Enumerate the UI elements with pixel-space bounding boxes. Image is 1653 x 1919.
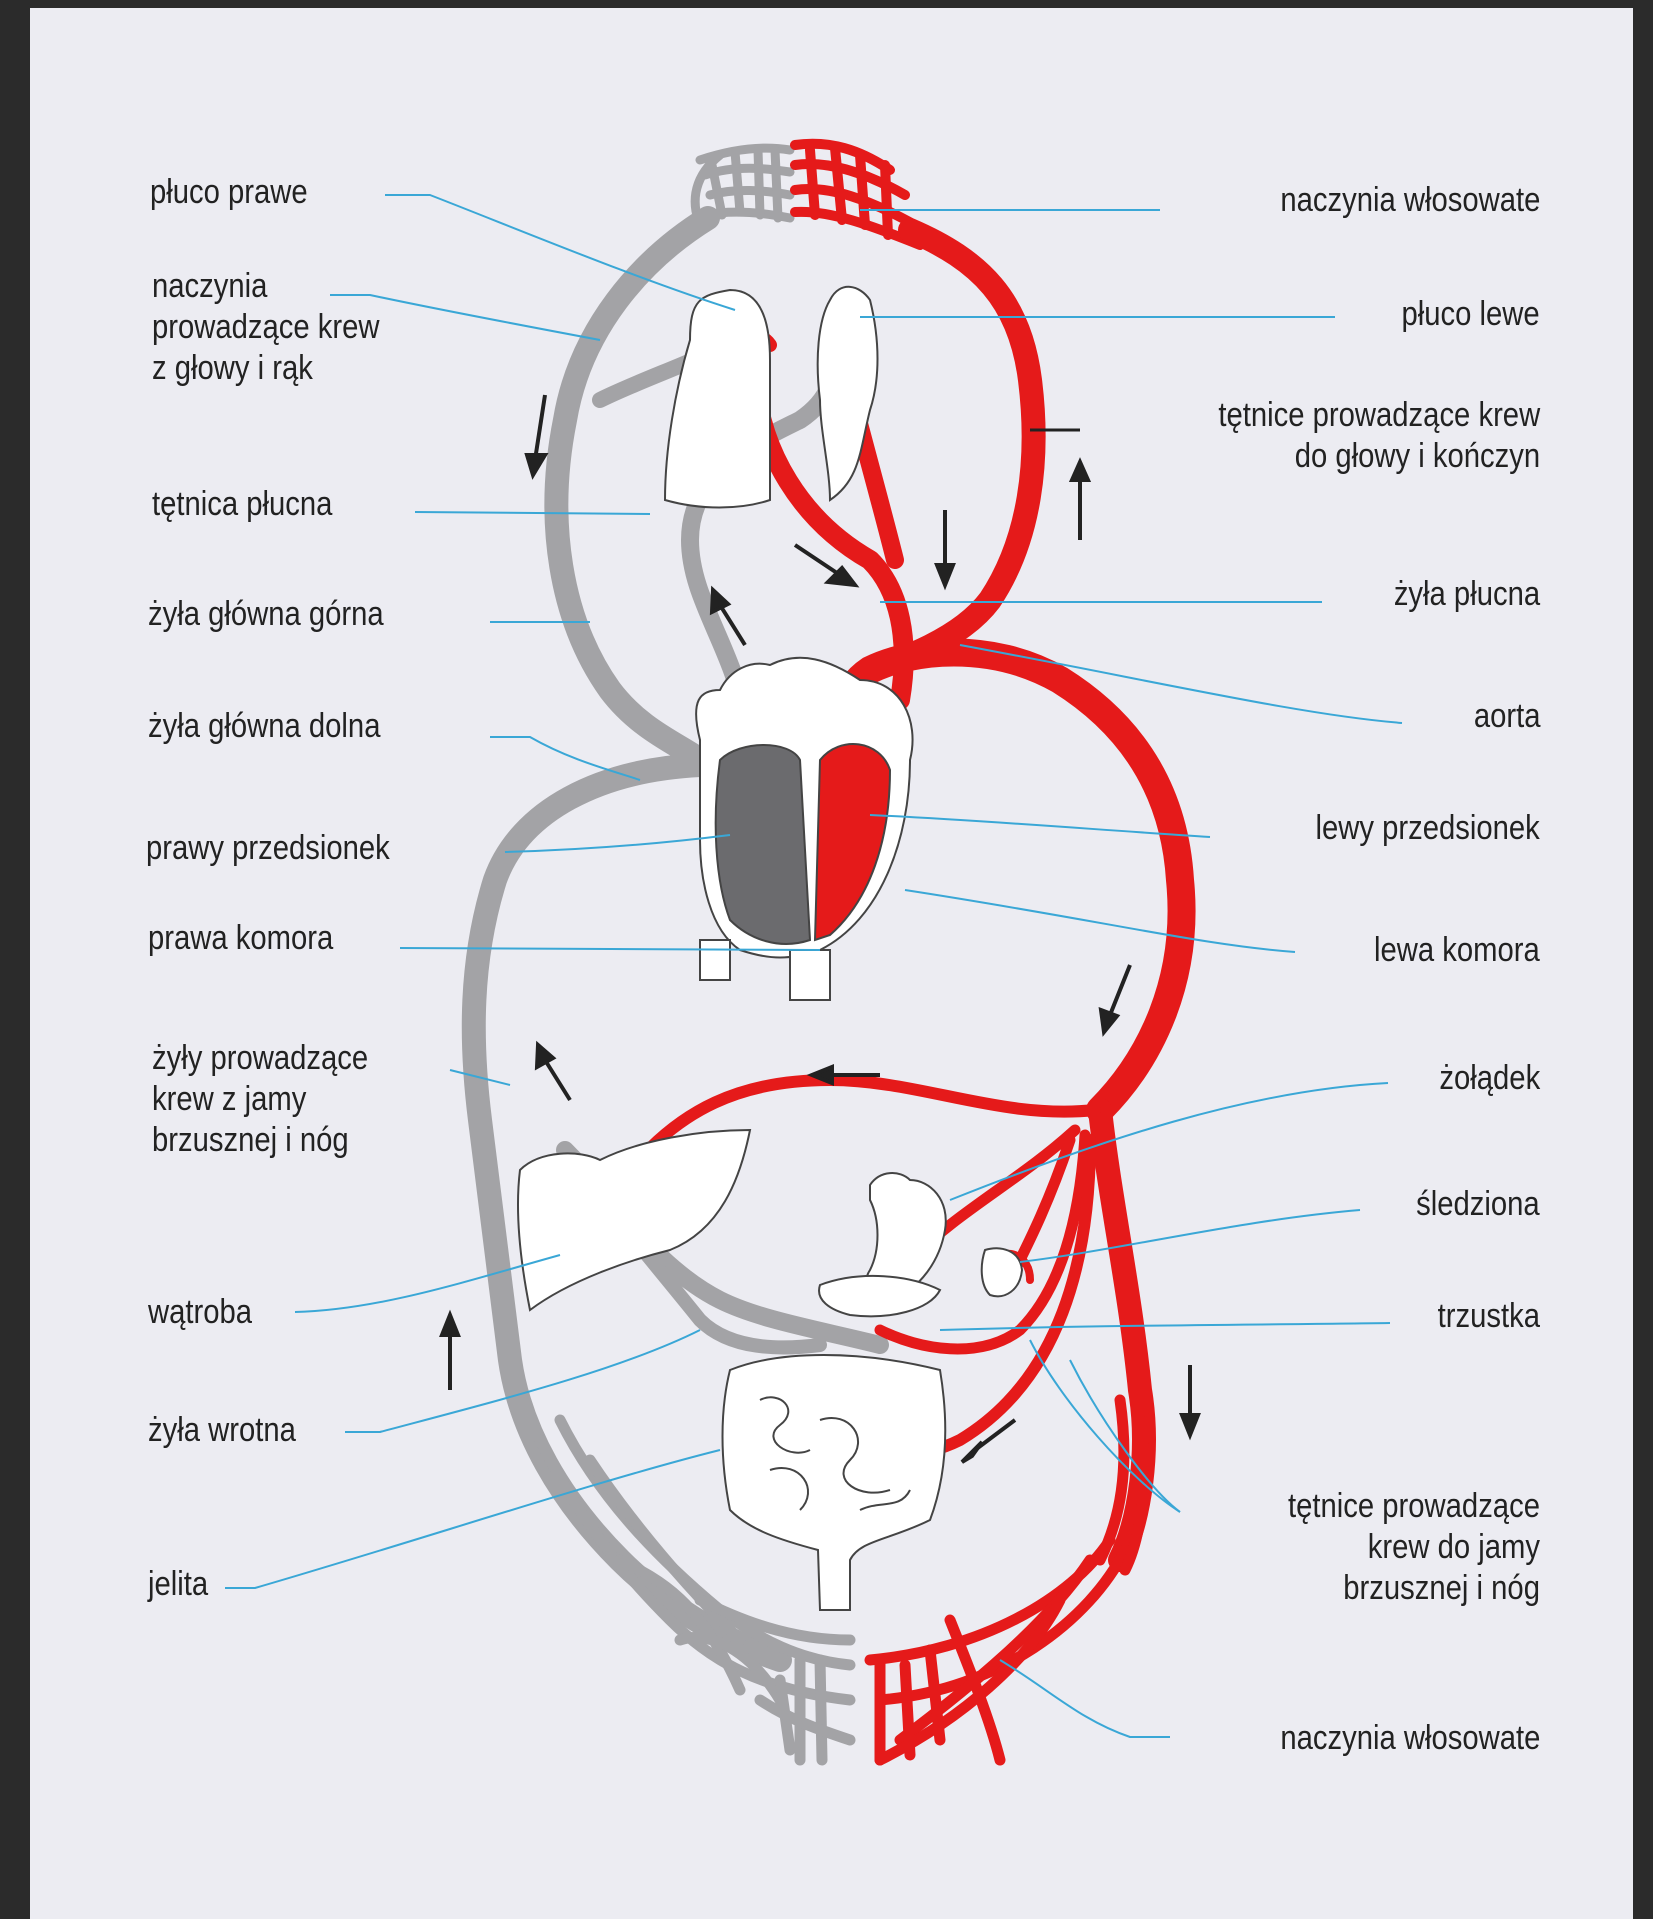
left-ventricle (815, 744, 890, 940)
arrow-down-lower-right (1182, 1365, 1198, 1435)
label-stomach: żołądek (1439, 1058, 1540, 1099)
right-lung (665, 290, 770, 508)
label-head-veins: naczynia prowadzące krew z głowy i rąk (152, 266, 380, 389)
label-inferior-vena-cava: żyła główna dolna (148, 706, 380, 747)
label-abdominal-arteries: tętnice prowadzące krew do jamy brzuszne… (1288, 1486, 1540, 1609)
pancreas (819, 1276, 940, 1316)
label-intestines: jelita (148, 1564, 208, 1605)
arrow-diag-up-left-middle (537, 1045, 570, 1100)
label-head-arteries: tętnice prowadzące krew do głowy i kończ… (1218, 395, 1540, 477)
label-capillaries-top: naczynia włosowate (1280, 180, 1540, 221)
label-right-lung: płuco prawe (150, 172, 308, 213)
label-pancreas: trzustka (1438, 1296, 1540, 1337)
liver (518, 1130, 750, 1310)
label-capillaries-bottom: naczynia włosowate (1280, 1718, 1540, 1759)
right-ventricle (716, 745, 810, 944)
arrow-down-left-upper (527, 395, 545, 475)
spleen (982, 1248, 1022, 1296)
arrow-down-center (937, 510, 953, 585)
intestines (723, 1355, 946, 1610)
label-left-lung: płuco lewe (1402, 294, 1540, 335)
arrow-up-lower-left (442, 1315, 458, 1390)
label-abdominal-veins: żyły prowadzące krew z jamy brzusznej i … (152, 1038, 368, 1161)
label-portal-vein: żyła wrotna (148, 1410, 296, 1451)
arrow-diag-down-left-right (1101, 965, 1130, 1032)
label-pulmonary-artery: tętnica płucna (152, 484, 332, 525)
label-left-ventricle: lewa komora (1374, 930, 1540, 971)
label-liver: wątroba (148, 1292, 252, 1333)
label-superior-vena-cava: żyła główna górna (148, 594, 384, 635)
label-left-atrium: lewy przedsionek (1316, 808, 1540, 849)
label-spleen: śledziona (1416, 1184, 1540, 1225)
arrow-up-right (1072, 462, 1088, 540)
label-aorta: aorta (1473, 696, 1540, 737)
label-right-ventricle: prawa komora (148, 918, 333, 959)
label-pulmonary-vein: żyła płucna (1394, 574, 1540, 615)
label-right-atrium: prawy przedsionek (146, 828, 390, 869)
